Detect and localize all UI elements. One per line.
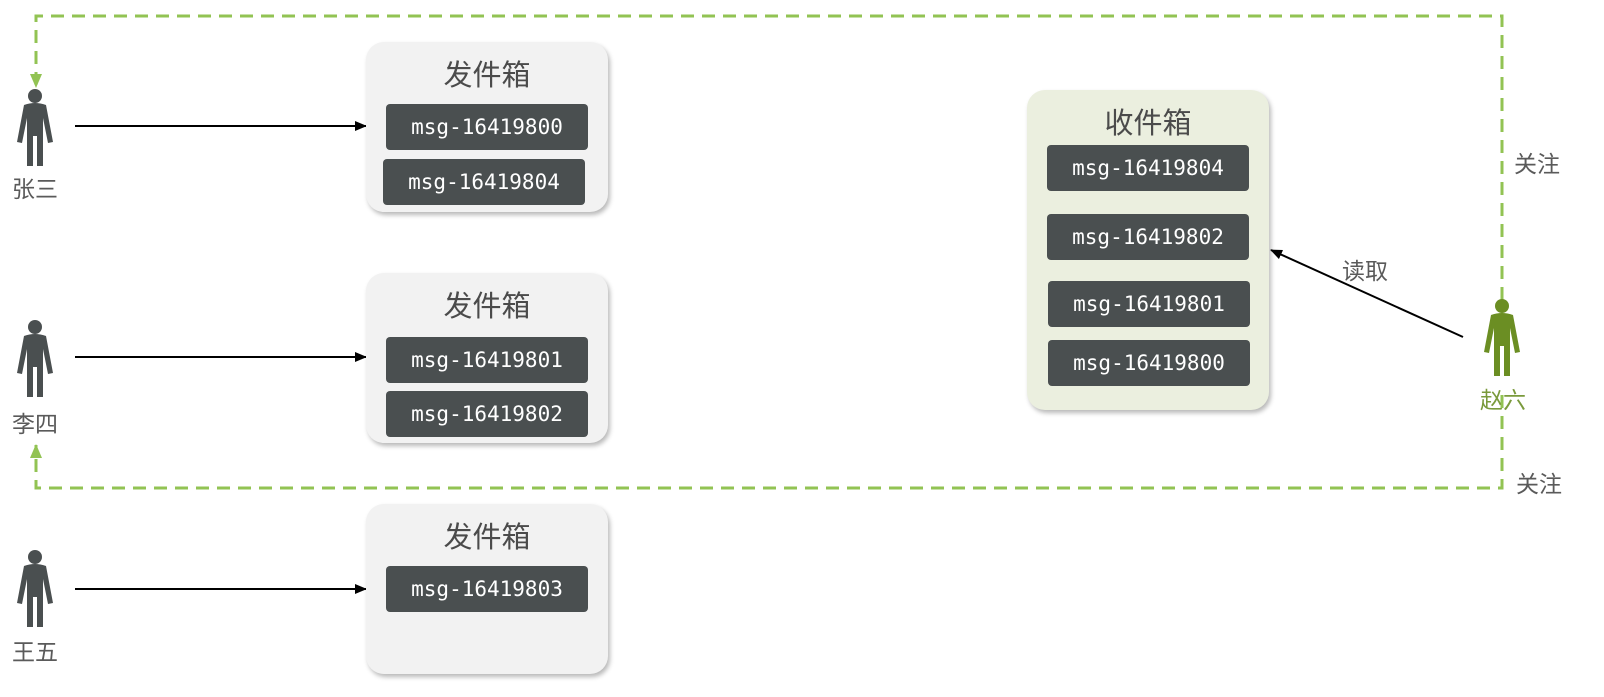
- message-item: msg-16419801: [1048, 281, 1250, 327]
- message-item: msg-16419804: [1047, 145, 1249, 191]
- inbox-title: 收件箱: [1104, 106, 1192, 140]
- person-icon-zhangsan: [17, 89, 53, 166]
- message-item: msg-16419801: [386, 337, 588, 383]
- follow-line-top: [34, 14, 1504, 300]
- user-label-lisi: 李四: [12, 412, 58, 438]
- person-icon-zhaoliu: [1484, 299, 1520, 376]
- message-item: msg-16419800: [386, 104, 588, 150]
- message-item: msg-16419802: [1047, 214, 1249, 260]
- follow-label-bottom: 关注: [1516, 472, 1562, 498]
- outbox-wangwu: 发件箱 msg-16419803: [366, 504, 608, 674]
- follow-label-top: 关注: [1514, 152, 1560, 178]
- follow-line-bottom: [34, 395, 1504, 490]
- read-label: 读取: [1342, 259, 1388, 285]
- message-item: msg-16419803: [386, 566, 588, 612]
- user-label-wangwu: 王五: [12, 640, 58, 666]
- message-item: msg-16419800: [1048, 340, 1250, 386]
- outbox-title: 发件箱: [443, 58, 531, 92]
- person-icon-lisi: [17, 320, 53, 397]
- outbox-zhangsan: 发件箱 msg-16419800 msg-16419804: [366, 42, 608, 212]
- inbox-zhaoliu: 收件箱 msg-16419804 msg-16419802 msg-164198…: [1027, 90, 1269, 410]
- person-icon-wangwu: [17, 550, 53, 627]
- outbox-title: 发件箱: [443, 289, 531, 323]
- follow-arrowhead-bottom: [30, 444, 42, 458]
- outbox-lisi: 发件箱 msg-16419801 msg-16419802: [366, 273, 608, 443]
- user-label-zhangsan: 张三: [12, 177, 58, 203]
- outbox-title: 发件箱: [443, 520, 531, 554]
- follow-arrowhead-top: [30, 74, 42, 88]
- reader-label-zhaoliu: 赵六: [1480, 388, 1526, 414]
- message-item: msg-16419804: [383, 159, 585, 205]
- read-arrow: [1270, 249, 1464, 338]
- message-item: msg-16419802: [386, 391, 588, 437]
